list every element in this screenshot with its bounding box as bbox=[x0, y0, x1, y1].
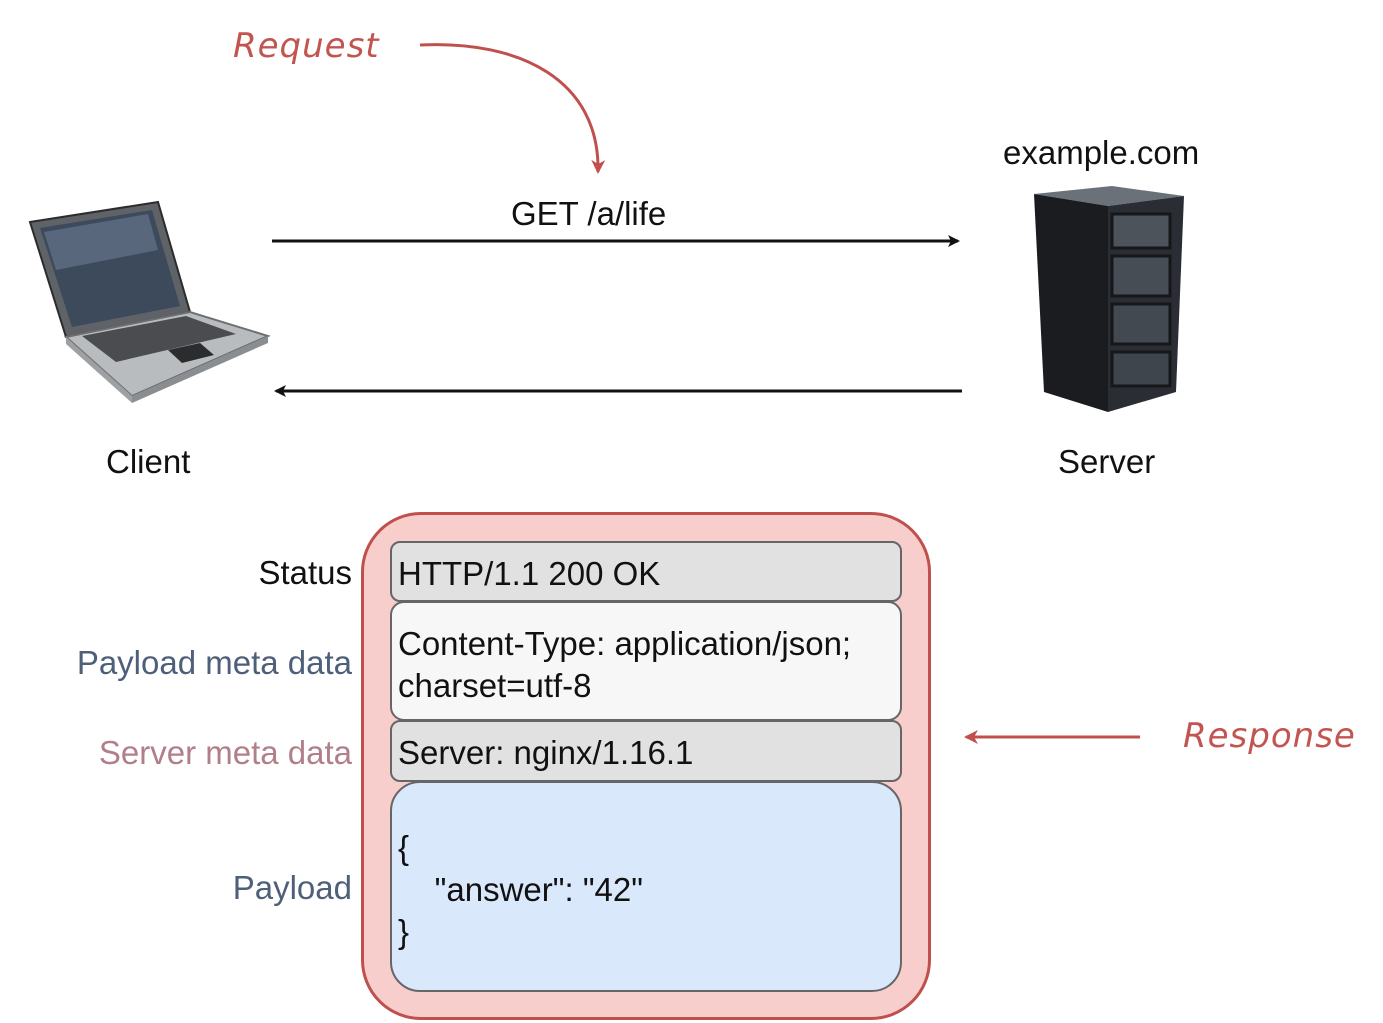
server-label: Server bbox=[1058, 443, 1156, 480]
laptop-icon bbox=[28, 200, 271, 403]
payload-meta-label: Payload meta data bbox=[76, 644, 352, 681]
payload-meta-box: Content-Type: application/json; charset=… bbox=[390, 601, 902, 721]
payload-meta-line-2: charset=utf-8 bbox=[398, 667, 592, 704]
server-host: example.com bbox=[1003, 134, 1200, 171]
status-box: HTTP/1.1 200 OK bbox=[390, 541, 902, 602]
client-label: Client bbox=[106, 443, 191, 480]
server-meta-box: Server: nginx/1.16.1 bbox=[390, 720, 902, 782]
request-label: Request bbox=[233, 26, 380, 66]
payload-line-1: { bbox=[398, 829, 410, 866]
response-label: Response bbox=[1183, 716, 1356, 756]
request-curve-arrow bbox=[419, 43, 606, 174]
payload-label: Payload bbox=[232, 869, 352, 906]
status-label: Status bbox=[258, 554, 352, 591]
payload-meta-line-1: Content-Type: application/json; bbox=[398, 625, 852, 662]
status-value: HTTP/1.1 200 OK bbox=[398, 555, 661, 592]
payload-line-3: } bbox=[398, 913, 410, 950]
request-line: GET /a/life bbox=[511, 195, 667, 232]
payload-box: { "answer": "42" } bbox=[390, 781, 902, 992]
server-meta-label: Server meta data bbox=[98, 734, 352, 771]
payload-line-2: "answer": "42" bbox=[398, 871, 643, 908]
server-rack-icon bbox=[1034, 186, 1184, 412]
server-meta-value: Server: nginx/1.16.1 bbox=[398, 734, 694, 771]
